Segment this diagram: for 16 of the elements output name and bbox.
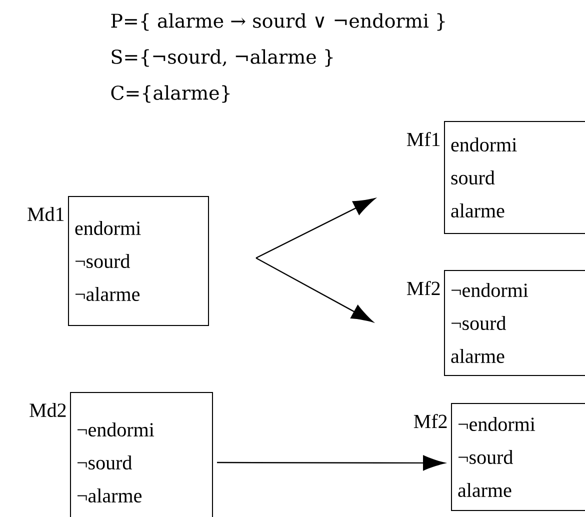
node-label: Mf2: [414, 414, 447, 428]
node-label: Md1: [28, 206, 64, 222]
model-box: ¬endormi ¬sourd ¬alarme Md2: [30, 392, 213, 517]
model-box: endormi sourd alarme Mf1: [406, 121, 585, 234]
model-box: ¬endormi ¬sourd alarme Mf2: [406, 270, 585, 376]
formula-line: P={ alarme → sourd ∨ ¬endormi }: [111, 13, 445, 31]
model-box: ¬endormi ¬sourd alarme Mf2: [414, 403, 585, 511]
arrow: [217, 455, 445, 471]
node-label: Mf1: [406, 132, 440, 146]
arrow: [256, 198, 376, 259]
node-label: Mf2: [406, 280, 440, 296]
node-label: Md2: [30, 402, 66, 418]
arrow: [256, 257, 374, 322]
formula-line: S={¬sourd, ¬alarme }: [112, 49, 333, 67]
formula-line: C={alarme}: [111, 85, 230, 103]
model-box: endormi ¬sourd ¬alarme Md1: [28, 196, 209, 326]
